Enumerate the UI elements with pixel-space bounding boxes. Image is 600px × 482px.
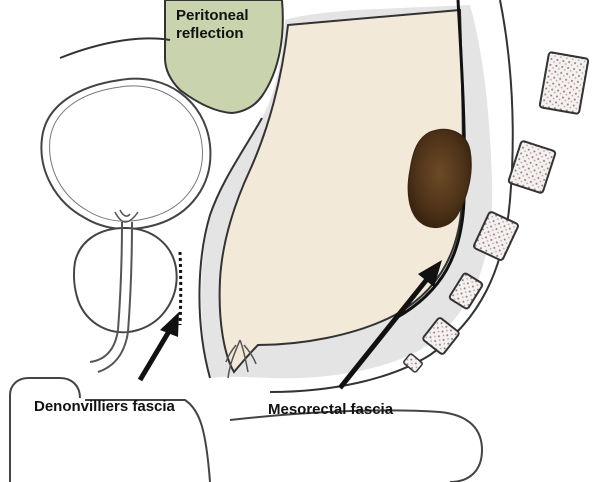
peritoneal-reflection-shape: [164, 0, 284, 115]
vertebra-1: [538, 51, 590, 115]
sacral-vertebrae: [403, 51, 590, 373]
vertebra-5: [422, 317, 460, 355]
tumor: [407, 128, 472, 229]
perineum-left: [9, 377, 81, 482]
sacral-line: [269, 0, 514, 393]
gluteal-curve: [229, 409, 484, 482]
vertebra-2: [507, 140, 557, 194]
denonvilliers-arrow: [137, 312, 179, 382]
denonvilliers-label: Denonvilliers fascia: [34, 398, 176, 415]
peritoneal-label-line2: reflection: [176, 25, 244, 42]
urethra: [89, 221, 133, 373]
mesorectal-label: Mesorectal fascia: [268, 401, 394, 418]
bladder-inner: [49, 85, 203, 222]
anal-canal: [225, 339, 257, 379]
vertebra-3: [473, 211, 519, 261]
mesorectal-arrow: [338, 260, 442, 390]
denonvilliers-fascia-line: [178, 251, 183, 326]
vertebra-6: [403, 353, 423, 373]
perineum-bottom: [85, 399, 211, 482]
prostate: [73, 226, 178, 334]
peritoneal-label-line1: Peritoneal: [176, 7, 249, 24]
urethra-top: [114, 209, 139, 223]
bladder: [40, 77, 212, 230]
vertebra-4: [448, 272, 484, 310]
peritoneum-line: [59, 37, 171, 59]
outer-fascia-line: [198, 117, 263, 379]
